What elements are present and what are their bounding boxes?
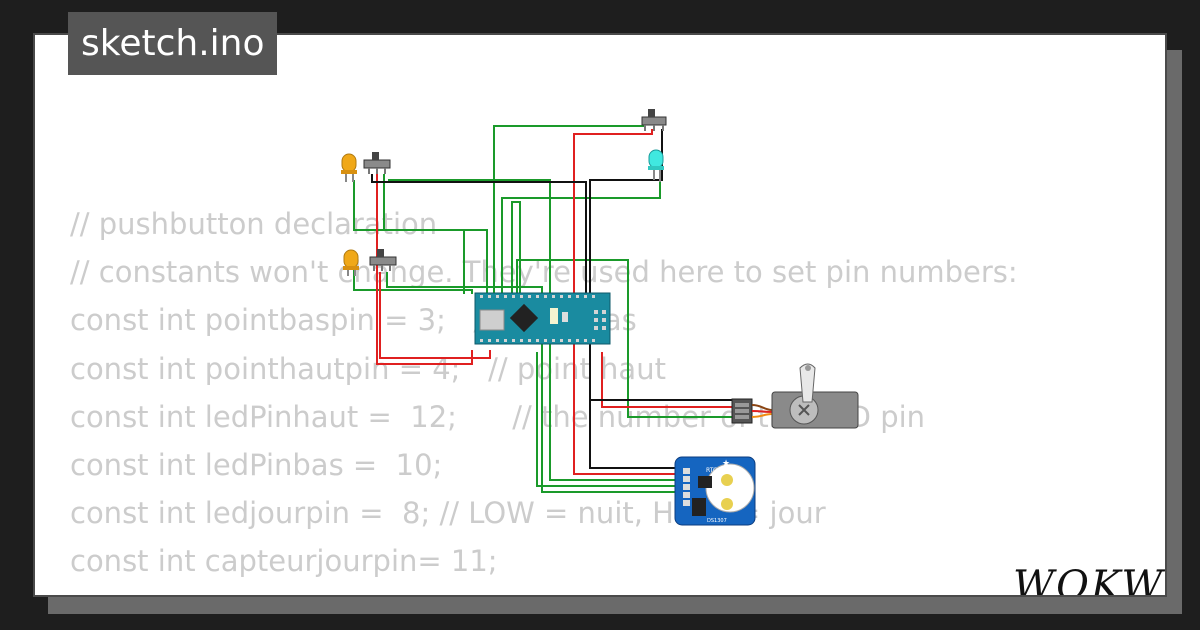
arduino-nano[interactable] [474,292,611,345]
wokwi-logo: WOKWi [1013,563,1167,597]
led-yellow-top[interactable] [341,153,357,182]
mcu-chip [509,303,539,333]
rtc-label: RTC [706,467,717,474]
code-line: const int pointhautpin = 4; // point hau… [70,351,666,386]
slide-switch-left-top[interactable] [363,152,391,174]
rtc-module[interactable]: ★ RTC DS1307 [674,456,756,526]
slide-switch-left-bottom[interactable] [369,249,397,271]
rtc-chip-label: DS1307 [707,518,727,524]
circuit-diagram[interactable]: ★ RTC DS1307 [35,35,1167,597]
usb-port [479,309,505,331]
rtc-chip [692,498,706,516]
slide-switch-top[interactable] [641,109,667,131]
wires [353,125,737,493]
code-line: // pushbutton declaration [70,207,438,241]
code-line: const int ledjourpin = 8; // LOW = nuit,… [70,496,826,531]
led-cyan[interactable] [648,149,664,182]
led-yellow-bottom[interactable] [343,249,359,276]
svg-text:★: ★ [722,459,730,469]
servo-horn [799,363,816,403]
servo-motor[interactable] [731,363,859,429]
preview-card: // pushbutton declaration // constants w… [33,33,1167,597]
code-line: const int capteurjourpin= 11; [70,544,498,579]
code-line: const int ledPinbas = 10; [70,448,443,483]
file-title-badge: sketch.ino [68,12,278,75]
crystal [698,476,712,488]
